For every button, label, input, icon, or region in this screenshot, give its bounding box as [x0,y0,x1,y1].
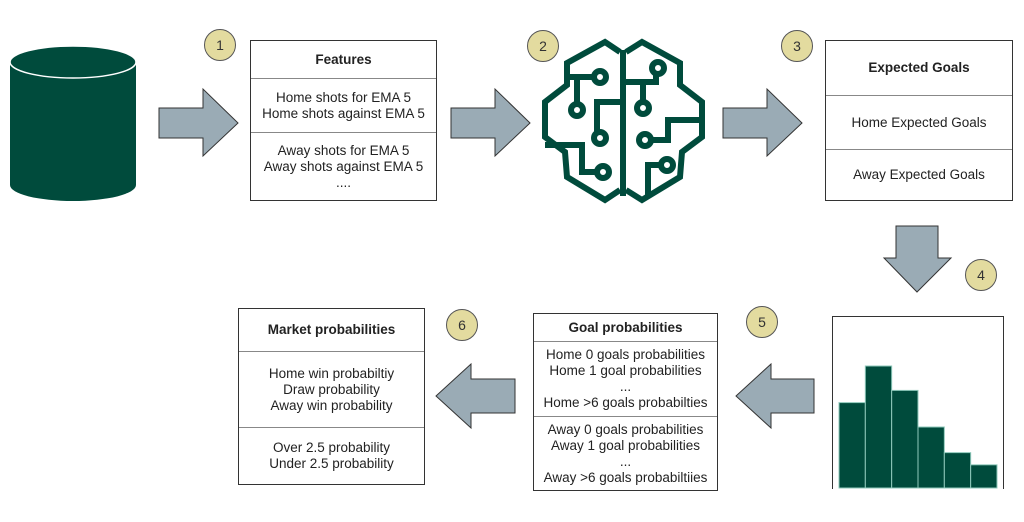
away-goal-probabilities: Away 0 goals probabilities Away 1 goal p… [534,416,717,490]
step-badge-6: 6 [446,309,478,341]
features-title: Features [315,51,372,67]
step-badge-4: 4 [965,259,997,291]
market-item: Over 2.5 probability [272,440,391,455]
goal-prob-item: ... [619,379,632,394]
arrow-right-icon [158,87,239,158]
arrow-right-icon [722,87,803,158]
expected-goals-title: Expected Goals [868,60,970,75]
goal-prob-item: Home 1 goal probabilities [549,363,702,378]
market-item: Away win probability [270,397,393,413]
goal-prob-item: ... [619,453,632,469]
away-expected-goals: Away Expected Goals [826,149,1012,200]
goal-prob-item: Away >6 goals probabiltiies [543,469,708,485]
goal-probabilities-box: Goal probabilities Home 0 goals probabil… [533,313,718,491]
market-item: Draw probability [283,381,380,397]
goal-prob-item: Away 1 goal probabilities [550,437,701,453]
over-under-probabilities: Over 2.5 probability Under 2.5 probabili… [239,427,424,484]
histogram-bar [838,402,866,489]
market-probabilities-box: Market probabilities Home win probabilti… [238,308,425,485]
arrow-left-icon [435,362,516,430]
histogram-bar [970,464,998,489]
market-item: Home win probabiltiy [268,365,395,381]
features-away-group: Away shots for EMA 5 Away shots against … [251,132,436,200]
step-badge-5: 5 [746,306,778,338]
goal-prob-item: Home 0 goals probabilities [545,347,706,362]
match-result-probabilities: Home win probabiltiy Draw probability Aw… [239,351,424,427]
step-badge-2: 2 [527,30,559,62]
home-expected-goals: Home Expected Goals [826,95,1012,149]
step-badge-1: 1 [204,29,236,61]
feature-item: .... [335,174,351,190]
arrow-down-icon [882,225,953,293]
features-home-group: Home shots for EMA 5 Home shots against … [251,78,436,132]
feature-item: Home shots for EMA 5 [275,89,412,105]
database-icon [9,45,137,201]
histogram-bar [864,365,893,489]
goal-prob-item: Home >6 goals probabilties [543,395,708,410]
histogram-bar [917,426,945,489]
goal-probabilities-title: Goal probabilities [568,319,683,335]
arrow-right-icon [450,87,531,158]
features-box: Features Home shots for EMA 5 Home shots… [250,40,437,201]
feature-item: Away shots for EMA 5 [277,142,410,158]
arrow-left-icon [735,362,815,430]
feature-item: Home shots against EMA 5 [262,105,425,121]
expected-goals-box: Expected Goals Home Expected Goals Away … [825,40,1013,201]
market-probabilities-title: Market probabilities [267,322,396,337]
histogram-chart [838,365,998,489]
goal-prob-item: Away 0 goals probabilities [547,421,704,437]
market-item: Under 2.5 probability [269,456,394,471]
home-goal-probabilities: Home 0 goals probabilities Home 1 goal p… [534,341,717,416]
histogram-bar [891,389,919,489]
histogram-bar [943,452,972,489]
step-badge-3: 3 [781,30,813,62]
brain-circuit-icon [542,38,705,204]
feature-item: Away shots against EMA 5 [263,158,424,174]
